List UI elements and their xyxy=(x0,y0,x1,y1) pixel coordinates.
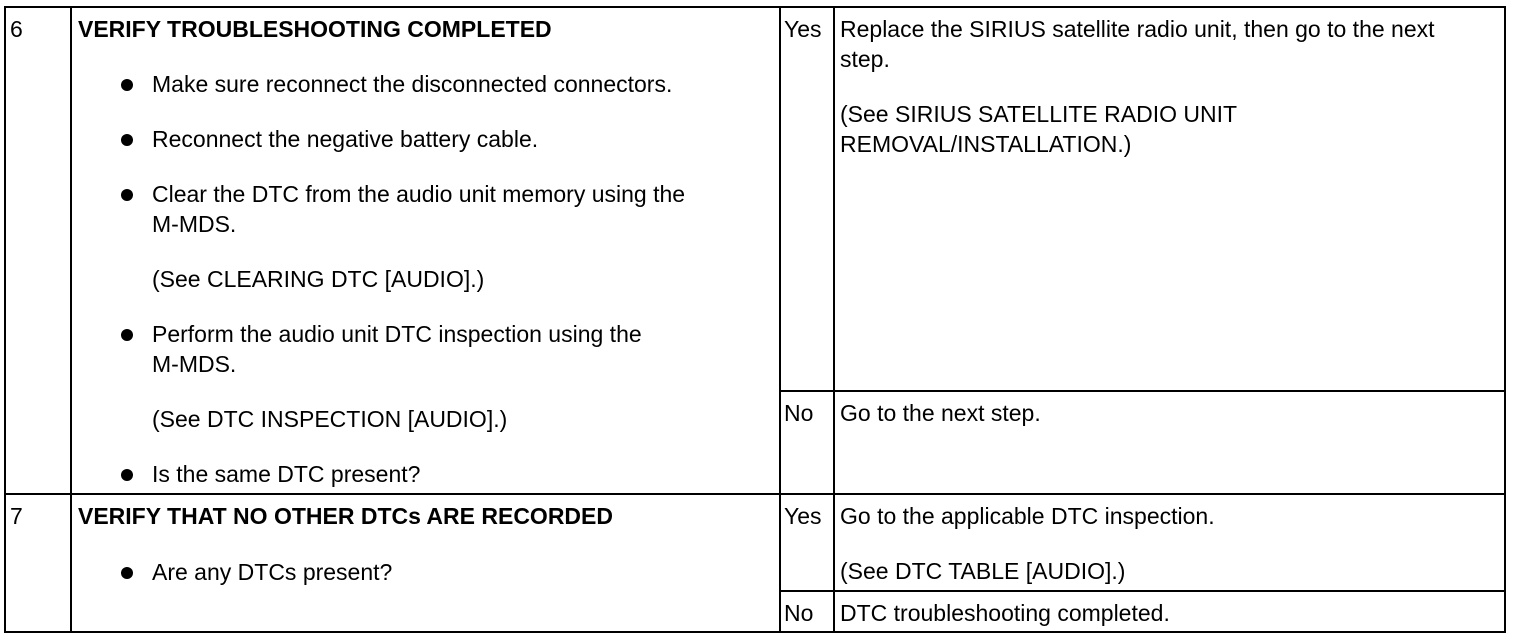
step-number: 6 xyxy=(10,16,23,42)
result-no-label: No xyxy=(784,400,814,426)
step-number: 7 xyxy=(10,503,23,529)
result-no-action: DTC troubleshooting completed. xyxy=(840,600,1170,626)
step-question: Is the same DTC present? xyxy=(152,461,421,487)
step-instruction-continued: M-MDS. xyxy=(152,211,237,237)
reference-note: (See CLEARING DTC [AUDIO].) xyxy=(152,266,485,292)
bullet-icon xyxy=(121,469,133,481)
result-yes-label: Yes xyxy=(784,503,822,529)
step-instruction: Make sure reconnect the disconnected con… xyxy=(152,71,673,97)
troubleshooting-table: 6 VERIFY TROUBLESHOOTING COMPLETED Make … xyxy=(4,6,1506,633)
bullet-icon xyxy=(121,134,133,146)
step-instruction-continued: M-MDS. xyxy=(152,351,237,377)
row-divider-6-no xyxy=(781,390,1504,392)
bullet-icon xyxy=(121,79,133,91)
col-divider-result xyxy=(833,8,835,631)
result-no-action: Go to the next step. xyxy=(840,400,1041,426)
result-yes-action: Replace the SIRIUS satellite radio unit,… xyxy=(840,16,1435,42)
result-no-label: No xyxy=(784,600,814,626)
step-title: VERIFY TROUBLESHOOTING COMPLETED xyxy=(78,16,552,42)
step-instruction: Reconnect the negative battery cable. xyxy=(152,126,539,152)
step-instruction: Clear the DTC from the audio unit memory… xyxy=(152,181,686,207)
bullet-icon xyxy=(121,329,133,341)
row-divider-steps xyxy=(6,493,1504,495)
step-question: Are any DTCs present? xyxy=(152,559,393,585)
result-yes-action: Go to the applicable DTC inspection. xyxy=(840,503,1215,529)
step-instruction: Perform the audio unit DTC inspection us… xyxy=(152,321,642,347)
col-divider-inspection xyxy=(779,8,781,631)
bullet-icon xyxy=(121,189,133,201)
bullet-icon xyxy=(121,567,133,579)
reference-note: (See SIRIUS SATELLITE RADIO UNIT xyxy=(840,101,1238,127)
step-title: VERIFY THAT NO OTHER DTCs ARE RECORDED xyxy=(78,503,613,529)
reference-note-continued: REMOVAL/INSTALLATION.) xyxy=(840,131,1132,157)
reference-note: (See DTC TABLE [AUDIO].) xyxy=(840,558,1126,584)
result-yes-action-continued: step. xyxy=(840,46,890,72)
row-divider-7-no xyxy=(781,590,1504,592)
result-yes-label: Yes xyxy=(784,16,822,42)
reference-note: (See DTC INSPECTION [AUDIO].) xyxy=(152,406,508,432)
col-divider-step xyxy=(70,8,72,631)
